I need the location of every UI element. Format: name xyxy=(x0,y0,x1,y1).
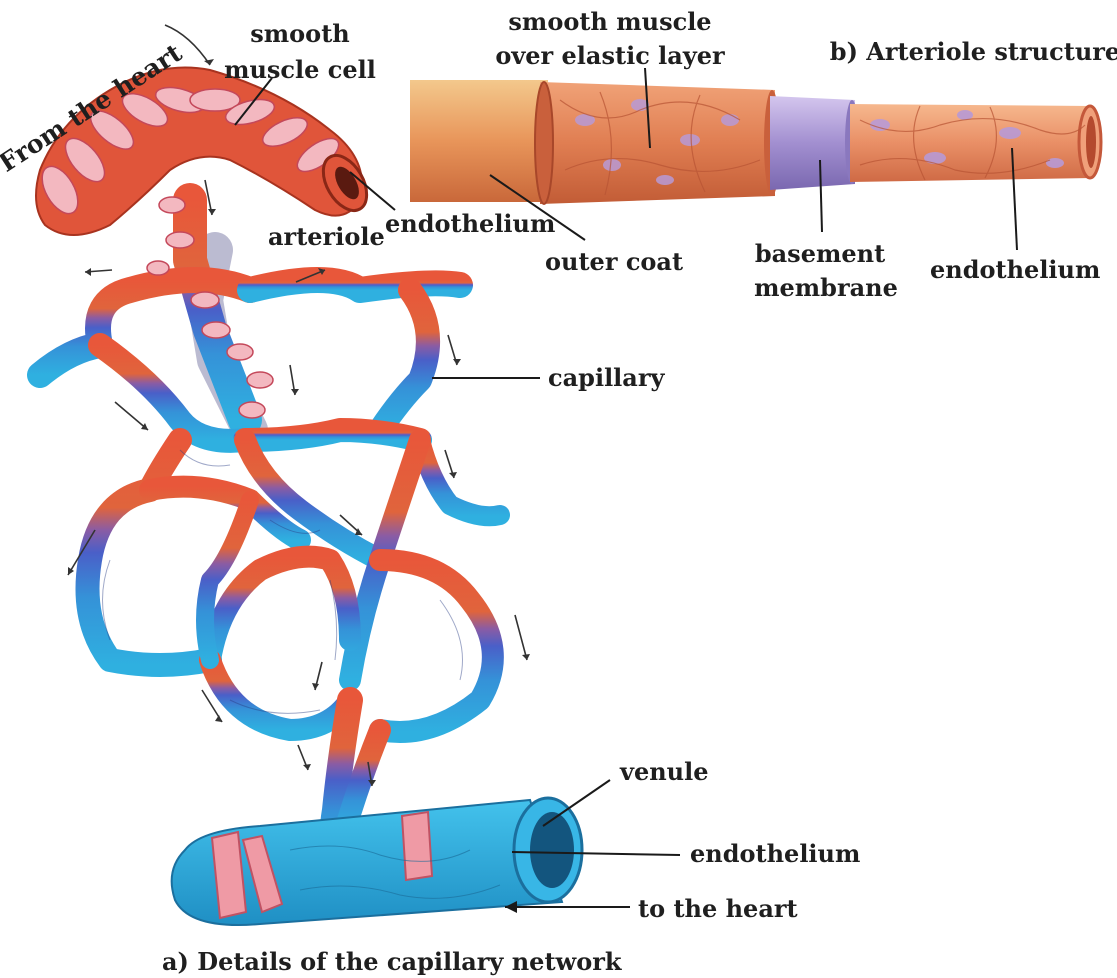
capillary-tubes xyxy=(40,200,500,860)
outer-coat-segment xyxy=(410,80,548,202)
caption-panel-a: a) Details of the capillary network xyxy=(162,947,623,976)
label-arteriole: arteriole xyxy=(268,222,385,251)
label-outer-coat: outer coat xyxy=(545,247,683,276)
label-venule: venule xyxy=(619,757,709,786)
title-panel-b: b) Arteriole structure xyxy=(830,37,1117,66)
label-endothelium-b: endothelium xyxy=(930,255,1100,284)
label-smooth-muscle-2: over elastic layer xyxy=(495,41,725,70)
label-basement-1: basement xyxy=(755,239,885,268)
label-smooth-muscle-cell-1: smooth xyxy=(250,19,349,48)
basement-membrane-segment xyxy=(770,96,855,190)
label-basement-2: membrane xyxy=(754,273,898,302)
label-endothelium-bottom: endothelium xyxy=(690,839,860,868)
label-endothelium-top: endothelium xyxy=(385,209,555,238)
label-to-heart: to the heart xyxy=(638,894,798,923)
label-capillary: capillary xyxy=(548,363,665,392)
smooth-muscle-segment xyxy=(540,82,775,204)
venule-vessel xyxy=(172,798,582,925)
label-smooth-muscle-cell-2: muscle cell xyxy=(224,55,376,84)
arteriole-structure-illustration xyxy=(410,80,1101,204)
label-smooth-muscle-1: smooth muscle xyxy=(508,7,711,36)
